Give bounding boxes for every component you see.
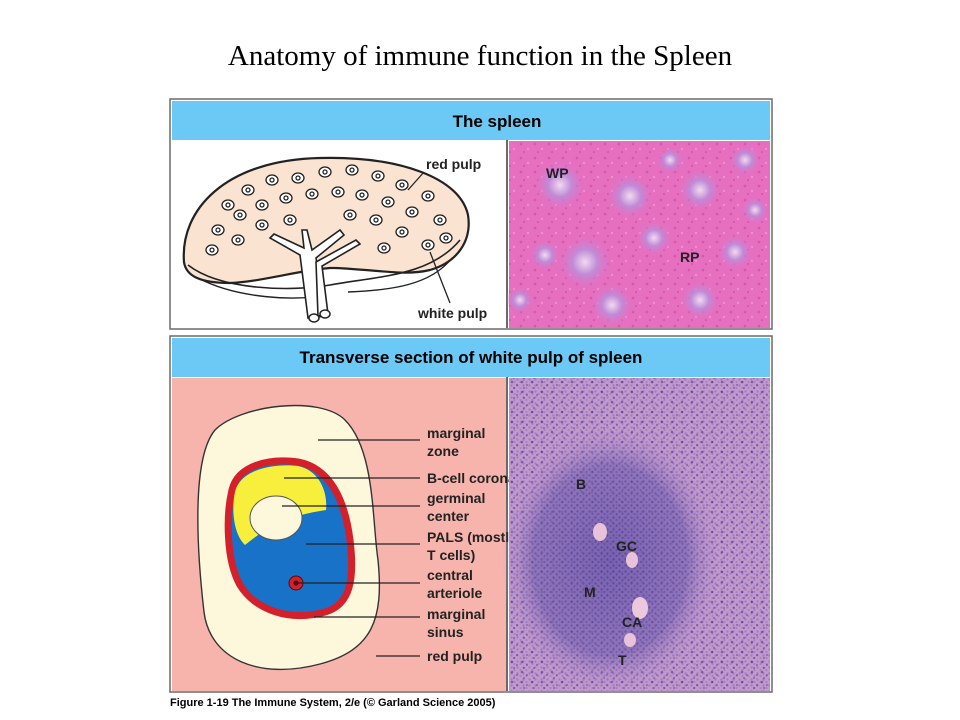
- label-b-cell-corona: B-cell corona: [427, 470, 516, 486]
- label-red-pulp-bottom: red pulp: [427, 648, 482, 664]
- follicle-center: [309, 191, 315, 197]
- micro-label-b: B: [576, 476, 586, 492]
- top-panel-header-bar: [172, 101, 770, 140]
- label-pals-2: T cells): [427, 547, 475, 563]
- white-pulp-region: [590, 283, 634, 327]
- follicle-center: [209, 247, 215, 253]
- white-pulp-region: [717, 234, 753, 270]
- follicle-center: [225, 202, 231, 208]
- label-central-arteriole-2: arteriole: [427, 585, 482, 601]
- white-pulp-region: [557, 234, 613, 290]
- label-marginal-sinus: marginal: [427, 606, 485, 622]
- follicle-center: [399, 229, 405, 235]
- follicle-center: [409, 209, 415, 215]
- white-pulp-region: [741, 196, 769, 224]
- follicle-center: [322, 169, 328, 175]
- figure-caption: Figure 1-19 The Immune System, 2/e (© Ga…: [170, 697, 496, 709]
- micro-label-ca: CA: [622, 614, 642, 630]
- follicle-center: [259, 222, 265, 228]
- white-pulp-region: [678, 168, 722, 212]
- follicle-center: [235, 237, 241, 243]
- follicle-center: [335, 189, 341, 195]
- white-pulp-region: [529, 239, 561, 271]
- micro-label-rp: RP: [680, 249, 699, 265]
- micro-label-m: M: [584, 584, 596, 600]
- label-pals: PALS (mostly: [427, 529, 517, 545]
- follicle-center: [373, 217, 379, 223]
- micro-label-wp: WP: [546, 165, 569, 181]
- spleen-diagram: [182, 156, 470, 323]
- label-central-arteriole: central: [427, 567, 473, 583]
- label-red-pulp: red pulp: [426, 156, 481, 172]
- bottom-panel-header: Transverse section of white pulp of sple…: [300, 348, 643, 367]
- follicle-center: [443, 235, 449, 241]
- follicle-center: [385, 199, 391, 205]
- micro-label-gc: GC: [616, 538, 637, 554]
- label-marginal-zone-2: zone: [427, 443, 459, 459]
- label-marginal-sinus-2: sinus: [427, 624, 464, 640]
- follicle-center: [425, 242, 431, 248]
- follicle-center: [283, 195, 289, 201]
- white-pulp-region: [534, 159, 586, 211]
- white-pulp-region: [506, 286, 534, 314]
- follicle-center: [359, 192, 365, 198]
- label-marginal-zone: marginal: [427, 425, 485, 441]
- follicle-center: [259, 202, 265, 208]
- follicle-center: [237, 212, 243, 218]
- spleen-micrograph: WP RP: [506, 141, 770, 328]
- follicle-center: [245, 187, 251, 193]
- white-pulp-region: [656, 146, 684, 174]
- bottom-panel-header-bar: [172, 338, 770, 377]
- top-panel-header: The spleen: [453, 112, 542, 131]
- follicle-center: [269, 177, 275, 183]
- follicle-center: [375, 173, 381, 179]
- white-pulp-region: [680, 280, 720, 320]
- follicle-center: [349, 167, 355, 173]
- label-germinal-center: germinal: [427, 490, 485, 506]
- white-pulp-region: [729, 144, 761, 176]
- follicle-center: [425, 193, 431, 199]
- follicle-center: [399, 182, 405, 188]
- follicle-center: [347, 212, 353, 218]
- label-germinal-center-2: center: [427, 508, 470, 524]
- white-pulp-micrograph: B GC M CA T: [500, 378, 770, 695]
- follicle-center: [215, 227, 221, 233]
- follicle-center: [381, 245, 387, 251]
- label-white-pulp: white pulp: [417, 305, 487, 321]
- white-pulp-region: [636, 220, 672, 256]
- white-pulp-region: [606, 172, 654, 220]
- white-pulp-diagram: [172, 378, 506, 691]
- follicle-center: [295, 175, 301, 181]
- slide-title: Anatomy of immune function in the Spleen: [227, 40, 733, 72]
- follicle-center: [437, 217, 443, 223]
- follicle-center: [287, 217, 293, 223]
- micro-label-t: T: [618, 652, 627, 668]
